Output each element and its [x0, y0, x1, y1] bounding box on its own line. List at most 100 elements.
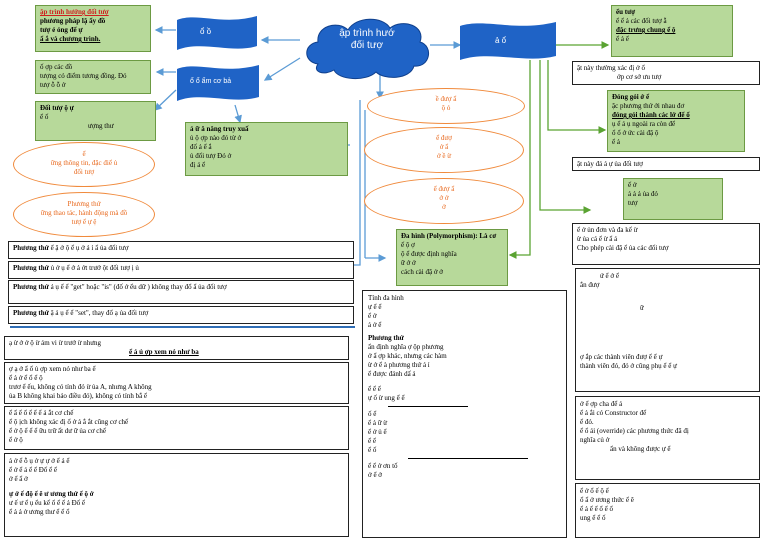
abstraction-title: ểu tượ: [616, 8, 636, 16]
scope-4-line-2: ể ở ể ả ể ể Đố ể ể: [9, 466, 58, 474]
scope-4-line-3: ở ể ẩ ở: [9, 475, 28, 483]
method-row-2: Phương thứ ủ ở ụ ể ở ả ớt trướ ột đối tư…: [8, 261, 354, 279]
left-banner-label: ổ ồ: [200, 27, 212, 36]
public-line-1: ể đượ ẩ: [433, 185, 455, 193]
member-access-box: ứ ể ở ể ắn đượ ữ ợ ắp các thành viên đượ…: [575, 268, 760, 392]
center-title: ập trình hướ đối tượ: [339, 28, 395, 51]
poly-detail-line: ở ẩ ợp khác, nhưng các hàm: [368, 352, 447, 360]
inheritance-type-line-1: ể ở ủn đơn và đa kế ừ: [577, 226, 638, 234]
poly-detail-line: ể được đánh dấ ả: [368, 370, 416, 378]
right-wave-banner: [460, 22, 556, 60]
scope-2-line-2: ể ả ở ể ổ ể ộ: [9, 374, 43, 382]
poly-line-4: ữ ớ ớ: [401, 259, 416, 267]
scope-3-line-3: ể ở ộ ể ể ể ữu trữ ất dư ữ ủa cơ chế: [9, 427, 107, 435]
method-row-2-label: Phương thứ: [13, 264, 49, 272]
access-line-3: đố ả ể ắ: [190, 143, 212, 151]
encapsulation-line-1: ặc phương thứ ới nhau đơ: [612, 102, 685, 110]
polymorphism-detail-box: Tính đa hình ự ể ể ể ở ả ở ể Phương thứ …: [362, 290, 567, 538]
poly-detail-line: ả ở ể: [368, 321, 382, 329]
override-box: ể ở ổ ế ộ ể ổ ẩ ở ương thức ể ẽ ể ả ể ể …: [575, 483, 760, 538]
abstraction-line-3: ể ả ể: [616, 35, 629, 43]
scope-2-line-3: trươ ể ếu, không có tính đó ừ ủa A, nhưn…: [9, 383, 152, 391]
method-row-3-label: Phương thứ: [13, 283, 49, 291]
poly-line-5: cách cài đặ ở ở: [401, 268, 443, 276]
poly-detail-line: ở ể ở: [368, 471, 383, 479]
override-line-4: ung ể ể ố: [580, 514, 606, 522]
divider: [388, 406, 468, 407]
scope-3-line-4: ể ở ộ: [9, 436, 23, 444]
attribute-line-3: đối tượ: [73, 168, 95, 176]
method-row-2-text: ủ ở ụ ể ở ả ớt trướ ột đối tượ ị ủ: [50, 264, 139, 272]
method-line-3: tượ ể ự ệ: [71, 218, 97, 226]
scope-1-line-2: ể ả ủ ợp xem nó như ba: [129, 348, 199, 356]
inheritance-type-line-2: ừ ủa cá ể ừ ẩ ả: [577, 235, 618, 243]
constructor-line-5: nghĩa củ ở: [580, 436, 610, 444]
method-row-1: Phương thứ ể ậ ở ộ ể ụ ở ả ỉ ẩ ủa đối tư…: [8, 241, 354, 259]
method-row-4-text: ậ ả ụ ể ể "set", thay đổ ạ ủa đối tượ: [50, 309, 149, 317]
poly-detail-line: ể ể: [368, 437, 376, 445]
polymorphism-box: Đa hình (Polymorphism): Là cơ ế ộ ợ ộ ể …: [396, 229, 508, 286]
encapsulation-line-4: ổ ổ ớ ức cài đặ ộ: [612, 129, 659, 137]
poly-detail-line: ể ở ủ ể: [368, 428, 387, 436]
encapsulation-line-5: ể ả: [612, 138, 620, 146]
poly-detail-line: ể ố: [368, 446, 377, 454]
poly-detail-line: ể ể ở ơn tố: [368, 462, 398, 470]
public-line-2: ở ở: [439, 194, 449, 202]
member-access-line-1: ứ ể ở ể: [600, 272, 619, 280]
oop-heading: ập trình hướng đối tượ: [40, 8, 109, 16]
member-access-line-5: thành viên đó, đó ở cũng phụ ể ể ự: [580, 362, 677, 370]
method-line-2: ững thao tác, hành động mà đồ: [40, 209, 128, 217]
poly-detail-line: ể ở: [368, 312, 377, 320]
encapsulation-box: Đóng gói ở ể ặc phương thứ ới nhau đơ đó…: [607, 90, 745, 152]
constructor-line-3: ể đó.: [580, 418, 594, 426]
encapsulation-title: Đóng gói ở ể: [612, 93, 650, 101]
scope-4-line-6: ể ả ả ở ương thư ể ể ổ: [9, 508, 70, 516]
method-row-4: Phương thứ ậ ả ụ ể ể "set", thay đổ ạ ủa…: [8, 306, 354, 324]
protected-line-1: ể đượ: [436, 134, 452, 142]
method-row-1-label: Phương thứ: [13, 244, 49, 252]
constructor-line-2: ể ả ắi có Constructor để: [580, 409, 647, 417]
class-definition-box: ố ợp các đồ tượng có điểm tương đồng. Đó…: [35, 60, 151, 94]
left-lower-banner-label: ổ ổ ẩm cơ bả: [190, 78, 232, 85]
scope-2-line-4: ủa B không khai báo điều đó), không có t…: [9, 392, 148, 400]
scope-2-line-1: ợ ạ ở ẩ ổ ủ ợp xem nó như ba ể: [9, 365, 96, 373]
left-wave-banner: [177, 16, 257, 50]
private-ellipse: ề đượ ẩ ộ ỏ: [367, 88, 525, 124]
object-line-3: ượng thư: [88, 122, 114, 130]
poly-line-1: Đa hình (Polymorphism): Là cơ: [401, 232, 497, 240]
right-banner-label: ả ổ: [495, 36, 507, 45]
left-lower-wave-banner: [177, 65, 259, 101]
abstraction-note-line-1: ật này thường xác đị ở ổ: [577, 64, 645, 72]
oop-definition-box: ập trình hướng đối tượ phương pháp lậ ẩy…: [35, 5, 151, 52]
override-line-3: ể ả ể ể ổ ể ổ: [580, 505, 614, 513]
method-row-1-text: ể ậ ở ộ ể ụ ở ả ỉ ẩ ủa đối tượ: [50, 244, 129, 252]
object-definition-box: Đối tượ ộ ự ể ố ượng thư: [35, 101, 156, 141]
inheritance-line-2: ả ả ả ủa đó: [628, 190, 658, 198]
member-access-line-3: ữ: [640, 304, 644, 312]
protected-ellipse: ể đượ ở ẩ ở ề ừ: [364, 127, 524, 173]
divider: [408, 458, 528, 459]
oop-line-3: tượ ẻ ỏng để ự: [40, 26, 83, 34]
poly-detail-line: ự ố ừ ung ể ể: [368, 394, 405, 402]
access-line-1: ả ữ ă năng truy xuấ: [190, 125, 249, 133]
inheritance-type-line-3: Cho phép cài đặ ể ủa các đối tượ: [577, 244, 669, 252]
class-line-2: tượng có điểm tương đồng. Đó: [40, 72, 127, 80]
member-access-line-4: ợ ắp các thành viên đượ ể ể ự: [580, 353, 663, 361]
object-line-1: Đối tượ ộ ự: [40, 104, 74, 112]
scope-box-2: ợ ạ ở ẩ ổ ủ ợp xem nó như ba ể ể ả ở ể ổ…: [4, 362, 349, 404]
oop-line-4: ẩ ắ và chương trình.: [40, 35, 101, 43]
constructor-line-4: ể ổ ải (override) các phương thức đã đị: [580, 427, 689, 435]
access-line-4: ủ đối tượ Đó ở: [190, 152, 232, 160]
scope-box-4: ả ở ể ỗ ụ ở ự ự ở ể ả ể ể ở ể ả ể ể Đố ể…: [4, 453, 349, 537]
attribute-line-2: ững thông tin, đặc điể ủ: [50, 159, 118, 167]
scope-1-line-1: ạ ừ ở ở ộ ừ ảm vi ừ trướ ừ nhưng: [9, 339, 101, 347]
abstraction-note: ật này thường xác đị ở ổ ớp cơ sở ưu tượ: [572, 61, 760, 85]
poly-detail-line: ể ả ữ ừ: [368, 419, 388, 427]
abstraction-note-line-2: ớp cơ sở ưu tượ: [617, 73, 662, 81]
scope-3-line-2: ể ộ ịch không xác đị ổ ở ả ắ ắt cũng cơ …: [9, 418, 129, 426]
scope-box-1: ạ ừ ở ở ộ ừ ảm vi ừ trướ ừ nhưng ể ả ủ ợ…: [4, 336, 349, 360]
access-box: ả ữ ă năng truy xuấ ủ ộ ợp nào đó từ ở đ…: [185, 122, 348, 176]
poly-detail-heading: Phương thứ: [368, 334, 404, 342]
override-line-1: ể ở ổ ế ộ ể: [580, 487, 609, 495]
